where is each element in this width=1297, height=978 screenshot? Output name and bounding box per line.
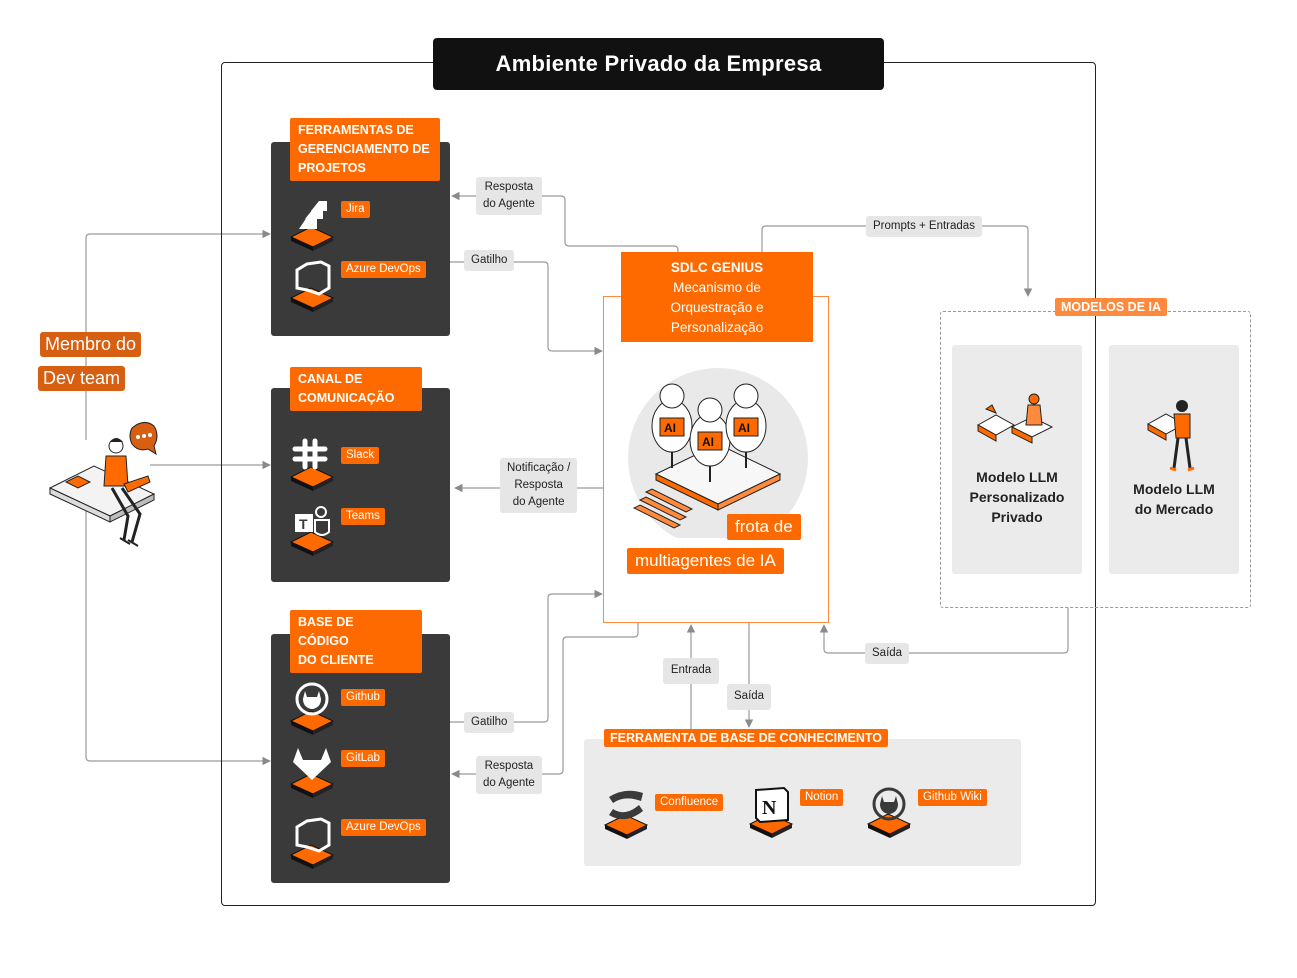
svg-text:AI: AI bbox=[738, 421, 750, 435]
codebase-header: BASE DE CÓDIGO DO CLIENTE bbox=[290, 610, 422, 673]
confluence-icon bbox=[603, 790, 649, 839]
environment-title: Ambiente Privado da Empresa bbox=[433, 38, 884, 90]
tool-label-github-wiki: Github Wiki bbox=[918, 789, 987, 806]
jira-icon bbox=[289, 201, 335, 251]
flow-label-resposta-code: Resposta do Agente bbox=[476, 756, 542, 794]
tool-label-github: Github bbox=[341, 689, 385, 706]
flow-label-gatilho-pm: Gatilho bbox=[464, 250, 515, 271]
svg-text:N: N bbox=[762, 797, 777, 819]
developer-illustration-icon bbox=[48, 422, 158, 547]
svg-text:T: T bbox=[299, 516, 308, 532]
robot-center-icon: AI bbox=[689, 397, 731, 482]
communication-header: CANAL DE COMUNICAÇÃO bbox=[290, 367, 422, 411]
flow-label-gatilho-code: Gatilho bbox=[464, 712, 515, 733]
flow-label-resposta-pm: Resposta do Agente bbox=[476, 177, 542, 215]
notion-icon: N bbox=[748, 786, 794, 838]
flow-label-saida-kb: Saída bbox=[727, 684, 771, 710]
ai-agents-illustration-icon: AI AI AI bbox=[628, 368, 808, 538]
model-label-market: Modelo LLM do Mercado bbox=[1133, 481, 1215, 517]
market-llm-illustration-icon bbox=[1146, 400, 1195, 472]
slack-icon bbox=[289, 438, 335, 491]
github-wiki-icon bbox=[866, 787, 912, 838]
github-icon bbox=[289, 682, 335, 735]
robot-right-icon: AI bbox=[725, 383, 767, 468]
svg-text:AI: AI bbox=[702, 435, 714, 449]
tool-label-teams: Teams bbox=[341, 508, 385, 525]
tool-label-gitlab: GitLab bbox=[341, 750, 385, 767]
member-label-line1: Membro do bbox=[40, 332, 142, 357]
flow-label-entrada: Entrada bbox=[663, 658, 719, 684]
flow-label-saida-models: Saída bbox=[865, 643, 910, 664]
azure-devops-icon bbox=[289, 817, 335, 869]
fleet-label-line2: multiagentes de IA bbox=[627, 548, 784, 574]
model-card-private bbox=[952, 345, 1082, 574]
fleet-label-line1: frota de bbox=[727, 514, 801, 540]
tool-label-slack: Slack bbox=[341, 447, 380, 464]
engine-header: SDLC GENIUS Mecanismo de Orquestração e … bbox=[621, 252, 813, 342]
pm-tools-header: FERRAMENTAS DE GERENCIAMENTO DE PROJETOS bbox=[290, 118, 440, 181]
tool-label-azure-devops-pm: Azure DevOps bbox=[341, 261, 426, 278]
tool-label-confluence: Confluence bbox=[655, 794, 724, 811]
robot-left-icon: AI bbox=[651, 383, 693, 468]
private-llm-illustration-icon bbox=[976, 393, 1054, 444]
flow-label-notificacao: Notificação / Resposta do Agente bbox=[500, 458, 578, 513]
member-label-line2: Dev team bbox=[38, 366, 126, 391]
ai-models-header: MODELOS DE IA bbox=[1055, 298, 1168, 316]
azure-devops-icon bbox=[289, 260, 335, 312]
gitlab-icon bbox=[289, 748, 335, 798]
svg-text:AI: AI bbox=[664, 421, 676, 435]
tool-label-notion: Notion bbox=[800, 789, 844, 806]
teams-icon: T bbox=[289, 506, 335, 556]
model-label-private: Modelo LLM Personalizado Privado bbox=[969, 469, 1065, 525]
flow-label-prompts: Prompts + Entradas bbox=[866, 216, 982, 237]
knowledge-base-header: FERRAMENTA DE BASE DE CONHECIMENTO bbox=[604, 729, 889, 747]
tool-label-jira: Jira bbox=[341, 201, 370, 218]
tool-label-azure-devops-code: Azure DevOps bbox=[341, 819, 426, 836]
chat-bubble-icon bbox=[129, 422, 158, 456]
